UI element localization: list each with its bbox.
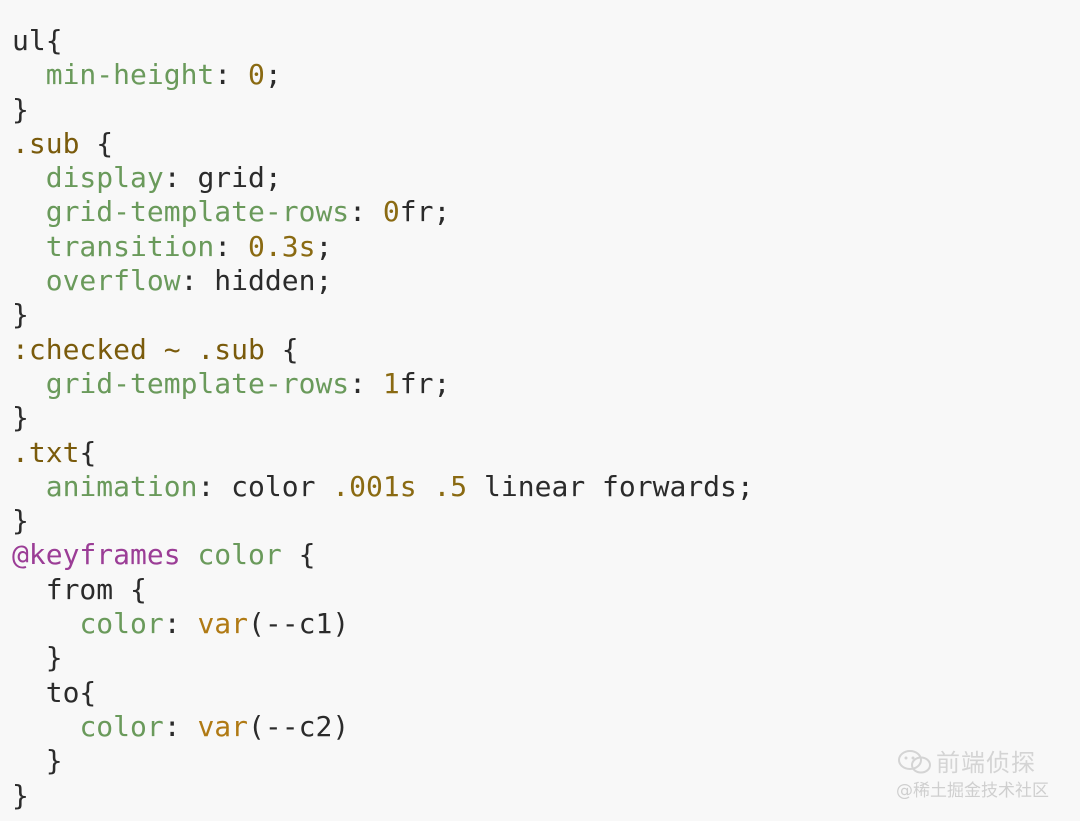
- code-token: .sub: [12, 126, 80, 160]
- code-line: animation: color .001s .5 linear forward…: [12, 470, 1080, 504]
- watermark-subtitle: @稀土掘金技术社区: [896, 781, 1049, 801]
- code-token: grid-template-rows: [45, 195, 350, 229]
- code-token: 0: [382, 195, 400, 229]
- code-line: display: grid;: [12, 161, 1080, 195]
- code-line: }: [12, 641, 1080, 675]
- code-token: : hidden;: [180, 264, 333, 298]
- code-token: [181, 538, 198, 571]
- code-line: ul{: [12, 24, 1080, 58]
- code-line: color: var(--c2): [12, 710, 1080, 744]
- code-token: {: [79, 435, 97, 469]
- code-token: [12, 195, 46, 228]
- code-listing: ul{ min-height: 0;}.sub { display: grid;…: [12, 24, 1080, 813]
- code-token: display: [45, 161, 164, 195]
- code-token: [12, 607, 79, 640]
- code-line: from {: [12, 573, 1080, 607]
- code-token: color: [197, 538, 282, 572]
- code-token: }: [12, 298, 29, 332]
- code-token: fr;: [399, 366, 451, 400]
- code-token: }: [12, 401, 29, 435]
- code-line: transition: 0.3s;: [12, 230, 1080, 264]
- code-token: }: [12, 744, 63, 778]
- code-line: grid-template-rows: 0fr;: [12, 195, 1080, 229]
- wechat-icon: [898, 749, 932, 775]
- code-token: color: [79, 607, 164, 641]
- code-token: {: [264, 332, 299, 366]
- code-token: {: [79, 126, 114, 160]
- code-token: @keyframes: [12, 538, 181, 572]
- code-token: :: [214, 229, 249, 263]
- code-token: :checked ~ .sub: [12, 332, 265, 366]
- code-token: .001s: [332, 469, 417, 503]
- code-token: fr;: [399, 195, 451, 229]
- code-token: .5: [433, 469, 468, 503]
- watermark-title: 前端侦探: [936, 749, 1036, 777]
- code-token: (--c2): [248, 709, 350, 743]
- code-token: [417, 470, 434, 503]
- code-token: grid-template-rows: [45, 366, 350, 400]
- code-token: ;: [264, 58, 282, 92]
- code-token: : color: [197, 469, 333, 503]
- code-token: overflow: [45, 264, 181, 298]
- code-line: min-height: 0;: [12, 58, 1080, 92]
- code-line: grid-template-rows: 1fr;: [12, 367, 1080, 401]
- code-line: }: [12, 744, 1080, 778]
- code-token: :: [163, 709, 198, 743]
- code-token: :: [214, 58, 249, 92]
- code-token: 1: [382, 366, 400, 400]
- code-token: [12, 230, 46, 263]
- code-line: }: [12, 93, 1080, 127]
- code-line: color: var(--c1): [12, 607, 1080, 641]
- code-line: to{: [12, 676, 1080, 710]
- code-token: color: [79, 709, 164, 743]
- code-line: }: [12, 298, 1080, 332]
- code-token: }: [12, 778, 29, 812]
- code-token: to{: [12, 675, 97, 709]
- code-token: [12, 710, 79, 743]
- code-token: }: [12, 92, 29, 126]
- code-token: [12, 470, 46, 503]
- code-token: animation: [45, 469, 198, 503]
- code-token: var: [197, 607, 249, 641]
- code-token: transition: [45, 229, 215, 263]
- code-line: :checked ~ .sub {: [12, 333, 1080, 367]
- code-token: ul{: [12, 24, 63, 57]
- code-token: from {: [12, 572, 147, 606]
- code-token: (--c1): [248, 607, 350, 641]
- code-token: }: [12, 641, 63, 675]
- code-token: {: [281, 538, 316, 572]
- code-token: var: [197, 709, 249, 743]
- code-token: 0.3s: [248, 229, 316, 263]
- code-token: :: [349, 195, 383, 229]
- code-token: [12, 264, 46, 297]
- code-token: }: [12, 504, 29, 538]
- code-token: :: [163, 607, 198, 641]
- code-token: min-height: [45, 58, 215, 92]
- code-line: @keyframes color {: [12, 538, 1080, 572]
- code-token: : grid;: [163, 161, 282, 195]
- code-line: }: [12, 401, 1080, 435]
- code-token: [12, 367, 46, 400]
- code-token: [12, 161, 46, 194]
- code-line: overflow: hidden;: [12, 264, 1080, 298]
- code-line: .txt{: [12, 436, 1080, 470]
- code-line: }: [12, 779, 1080, 813]
- code-token: .txt: [12, 435, 80, 469]
- code-token: linear forwards;: [467, 469, 754, 503]
- code-token: 0: [248, 58, 265, 92]
- code-token: :: [349, 366, 383, 400]
- code-token: [12, 58, 46, 91]
- watermark: 前端侦探 @稀土掘金技术社区: [890, 743, 1060, 803]
- code-token: ;: [315, 229, 333, 263]
- code-line: }: [12, 504, 1080, 538]
- code-line: .sub {: [12, 127, 1080, 161]
